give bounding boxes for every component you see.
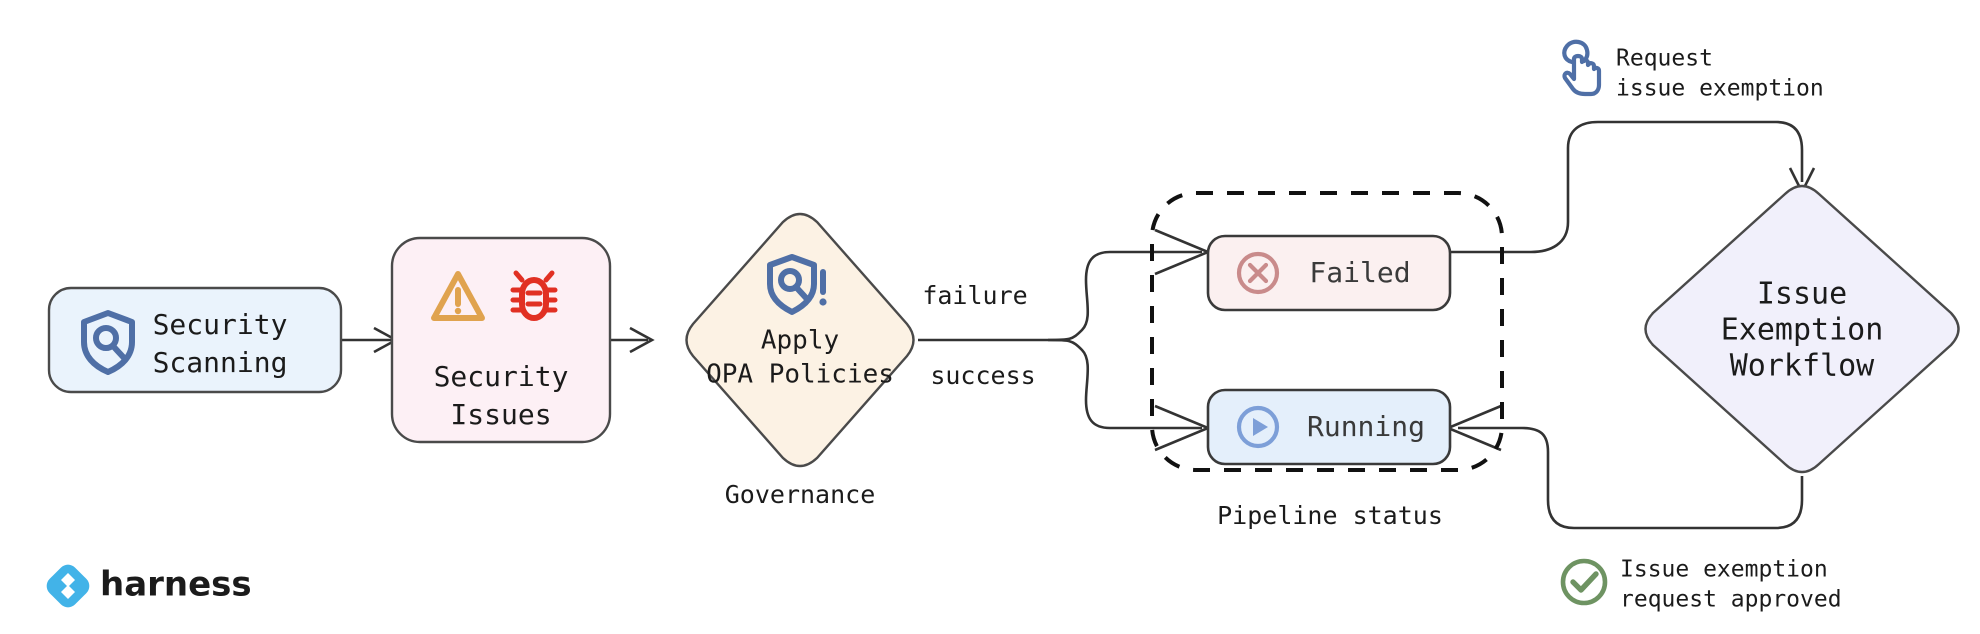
edge-label-success: success (930, 361, 1035, 390)
governance-caption: Governance (725, 480, 876, 509)
pipeline-status-caption: Pipeline status (1217, 501, 1443, 530)
annotation-request-line1: Request (1616, 46, 1713, 72)
security-scanning-label-line2: Scanning (153, 346, 288, 379)
harness-logo-icon (46, 564, 90, 608)
check-circle-icon (1560, 558, 1608, 606)
annotation-approved-line1: Issue exemption (1620, 557, 1828, 583)
exemption-label-line3: Workflow (1730, 349, 1875, 384)
annotation-approved-line2: request approved (1620, 587, 1842, 613)
circle-play-icon (1236, 405, 1280, 449)
bug-icon (510, 270, 558, 321)
annotation-request-line2: issue exemption (1616, 76, 1824, 102)
node-governance[interactable]: Apply OPA Policies Governance (685, 212, 915, 509)
running-label: Running (1307, 410, 1425, 443)
node-security-scanning[interactable]: Security Scanning (47, 286, 343, 394)
circle-x-icon (1236, 251, 1280, 295)
brand-name: harness (100, 565, 252, 605)
governance-label-line2: OPA Policies (706, 360, 894, 390)
node-running[interactable]: Running (1206, 388, 1452, 466)
security-scanning-label-line1: Security (153, 308, 288, 341)
shield-policy-alert-icon (767, 254, 827, 315)
edge-governance-split (918, 250, 1202, 430)
edge-issues-to-governance (610, 326, 655, 354)
brand-logo[interactable]: harness (43, 561, 252, 612)
annotation-request-exemption: Request issue exemption (1562, 39, 1824, 102)
exemption-label-line1: Issue (1757, 277, 1847, 312)
hand-click-icon (1562, 39, 1602, 97)
cluster-pipeline-status: Pipeline status (1150, 191, 1504, 530)
warning-triangle-icon (431, 271, 485, 321)
edge-label-failure: failure (922, 281, 1027, 310)
failed-label: Failed (1309, 256, 1410, 289)
node-failed[interactable]: Failed (1206, 234, 1452, 312)
node-issue-exemption-workflow[interactable]: Issue Exemption Workflow (1644, 184, 1960, 474)
exemption-label-line2: Exemption (1721, 313, 1884, 348)
shield-scan-icon (81, 310, 135, 375)
security-issues-label-line1: Security (434, 360, 569, 393)
security-issues-label-line2: Issues (450, 398, 551, 431)
node-security-issues[interactable]: Security Issues (390, 236, 612, 444)
annotation-request-approved: Issue exemption request approved (1560, 557, 1842, 613)
governance-label-line1: Apply (761, 326, 839, 356)
